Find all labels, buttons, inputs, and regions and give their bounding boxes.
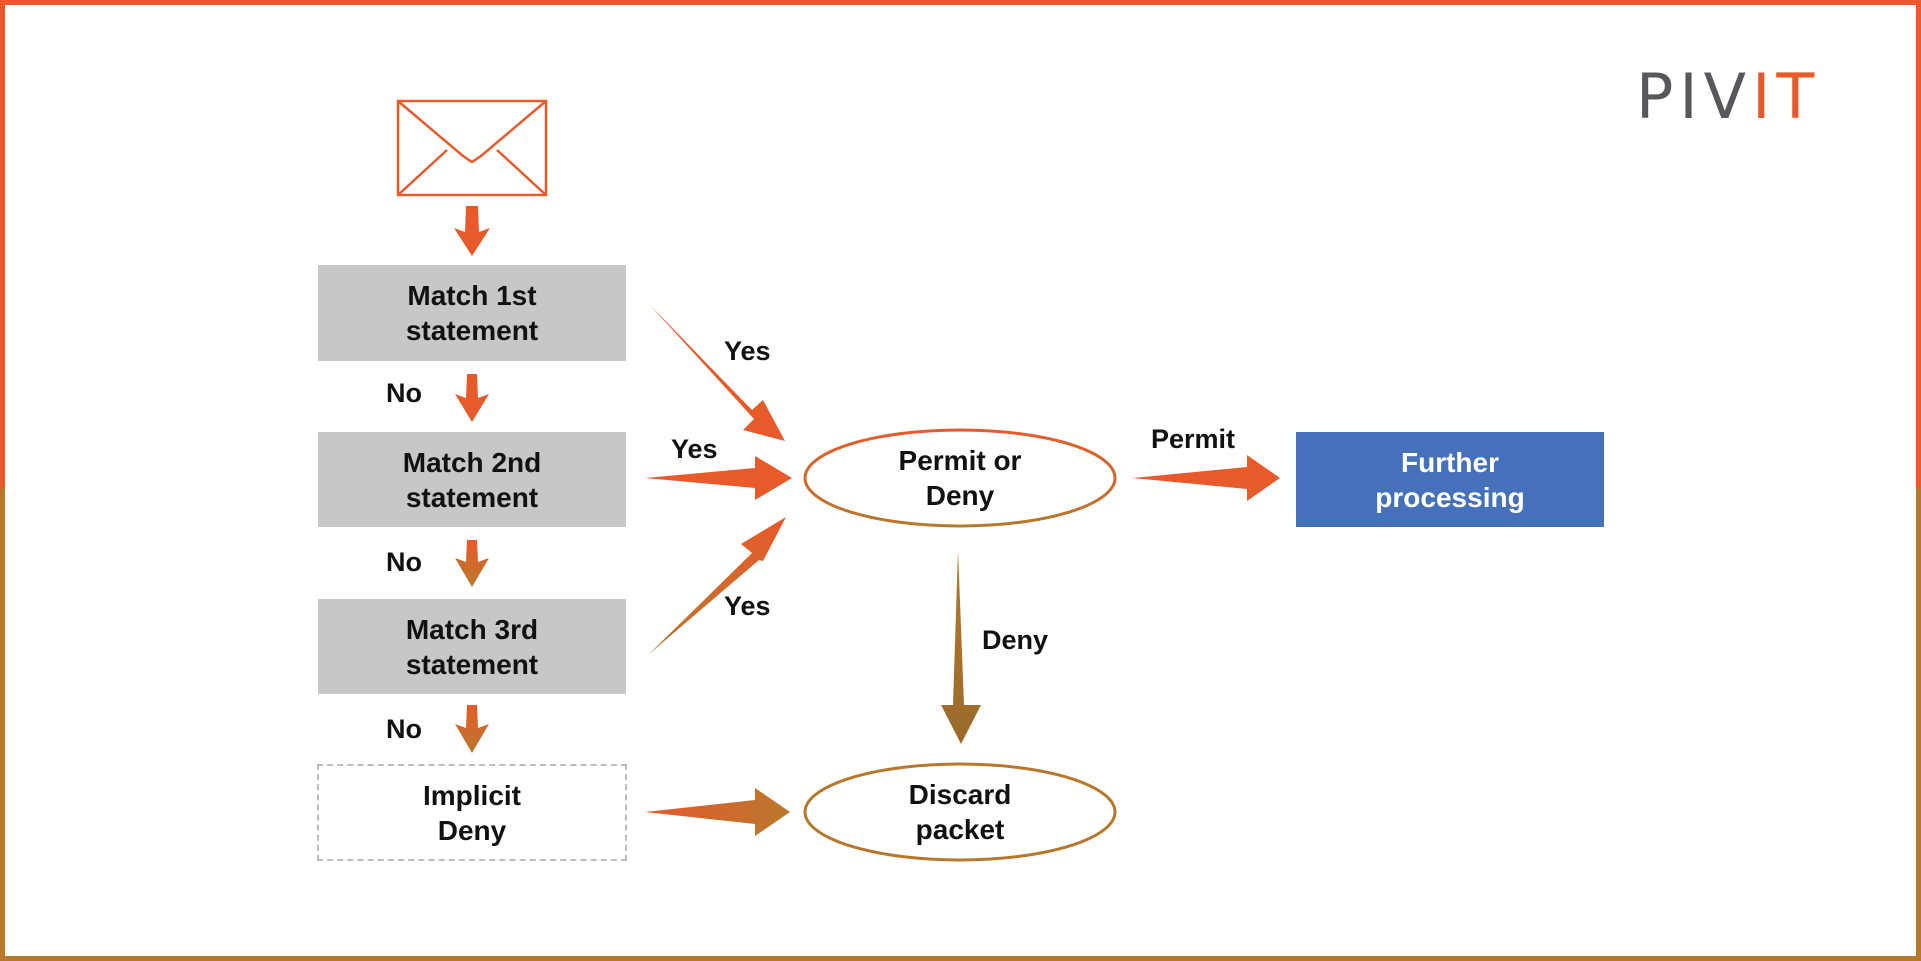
arrow-permit xyxy=(1132,455,1280,501)
edge-label-no-1: No xyxy=(386,378,422,408)
arrow-envelope-to-match1 xyxy=(454,206,490,256)
arrow-match2-to-match3 xyxy=(455,540,489,587)
arrow-deny xyxy=(941,550,981,744)
arrow-yes-match1 xyxy=(648,303,785,441)
edge-label-deny: Deny xyxy=(982,625,1049,655)
arrow-match1-to-match2 xyxy=(455,374,489,422)
edge-label-permit: Permit xyxy=(1151,424,1236,454)
logo-text-orange: IT xyxy=(1752,60,1821,133)
further-processing-box: Further processing xyxy=(1296,432,1604,527)
match-1st-statement-box: Match 1st statement xyxy=(318,265,626,361)
match-2nd-statement-box: Match 2nd statement xyxy=(318,432,626,527)
edge-label-yes-3: Yes xyxy=(724,591,771,621)
arrow-yes-match2 xyxy=(645,456,792,500)
envelope-icon xyxy=(396,99,548,197)
permit-or-deny-ellipse xyxy=(803,428,1117,528)
arrow-match3-to-implicit xyxy=(455,705,489,753)
implicit-deny-box: Implicit Deny xyxy=(317,764,627,861)
edge-label-no-2: No xyxy=(386,547,422,577)
arrow-yes-match3 xyxy=(648,517,786,655)
logo-text-gray: PIV xyxy=(1636,60,1753,133)
permit-or-deny-label: Permit or Deny xyxy=(898,445,1022,511)
discard-packet-ellipse xyxy=(803,762,1117,862)
pivit-logo: PIVIT xyxy=(1636,62,1820,132)
arrow-implicit-to-discard xyxy=(645,788,790,836)
edge-label-yes-2: Yes xyxy=(671,434,718,464)
match-3rd-statement-box: Match 3rd statement xyxy=(318,599,626,694)
discard-packet-label: Discard packet xyxy=(908,779,1012,845)
edge-label-yes-1: Yes xyxy=(724,336,771,366)
edge-label-no-3: No xyxy=(386,714,422,744)
